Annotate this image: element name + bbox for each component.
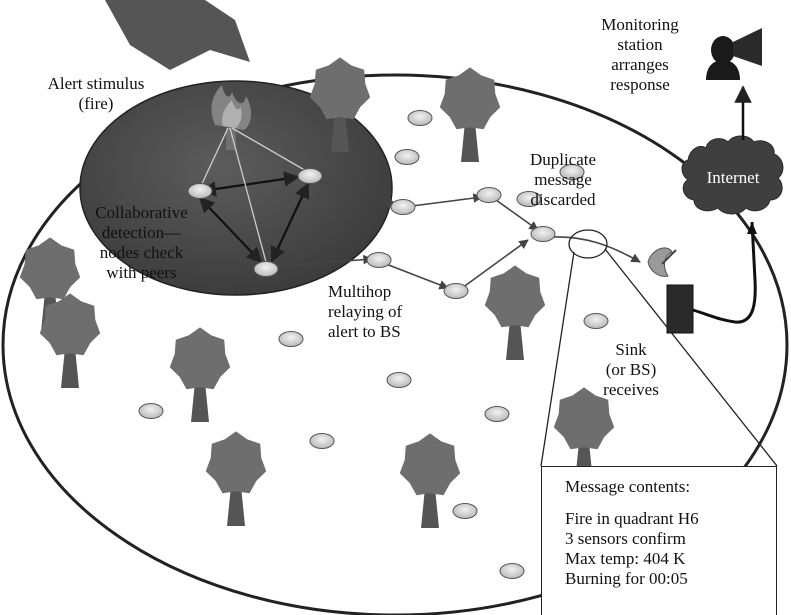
peer-check-links — [198, 171, 310, 264]
sink-label: Sink (or BS) receives — [603, 340, 659, 399]
sensor-node — [187, 183, 213, 199]
collaborative-detection-label: Collaborative detection— nodes check wit… — [95, 203, 188, 282]
sensor-node — [394, 149, 420, 165]
tree-icon — [39, 293, 101, 388]
message-line: Max temp: 404 K — [565, 549, 686, 568]
sensor-node — [476, 187, 502, 203]
fire-icon — [211, 85, 252, 150]
sensor-node — [297, 168, 323, 184]
sensor-node — [278, 331, 304, 347]
message-line: Burning for 00:05 — [565, 569, 688, 588]
sensor-node — [309, 433, 335, 449]
zoom-callout-lines — [540, 229, 778, 467]
sensor-node — [253, 261, 279, 277]
relay-paths — [278, 179, 641, 290]
sensor-node — [138, 403, 164, 419]
duplicate-discarded-label: Duplicate message discarded — [529, 150, 597, 209]
message-contents-box: Message contents: Fire in quadrant H6 3 … — [541, 466, 777, 615]
wind-arrow-shape — [105, 0, 250, 70]
tree-icon — [169, 327, 231, 422]
sensor-node — [452, 503, 478, 519]
message-line: Fire in quadrant H6 — [565, 509, 699, 528]
sensor-node — [386, 372, 412, 388]
sensor-node — [516, 191, 542, 207]
internet-cloud — [681, 135, 784, 215]
tree-icon — [484, 265, 546, 360]
sensor-node — [366, 252, 392, 268]
alert-stimulus-label: Alert stimulus (fire) — [47, 74, 145, 113]
sensor-node — [390, 199, 416, 215]
sensor-node — [499, 563, 525, 579]
internet-link-cable — [692, 221, 757, 324]
sensor-node — [484, 406, 510, 422]
sink-base-station — [647, 247, 694, 334]
fire-sensing-links — [199, 127, 309, 263]
sensor-node — [530, 226, 556, 242]
message-contents-title: Message contents: — [565, 477, 691, 496]
tree-icon — [205, 431, 267, 526]
sensor-node — [559, 164, 585, 180]
sensor-node — [407, 110, 433, 126]
multihop-label: Multihop relaying of alert to BS — [328, 282, 403, 341]
message-line: 3 sensors confirm — [565, 529, 686, 548]
tree-icon — [399, 433, 461, 528]
monitoring-person-icon — [706, 28, 762, 80]
sensor-nodes-layer — [138, 110, 631, 579]
tree-icon — [439, 67, 501, 162]
internet-label: Internet — [707, 168, 760, 187]
tree-icon — [309, 57, 371, 152]
sensor-node — [443, 283, 469, 299]
monitoring-station-label: Monitoring station arranges response — [601, 15, 679, 94]
sensor-node — [583, 313, 609, 329]
